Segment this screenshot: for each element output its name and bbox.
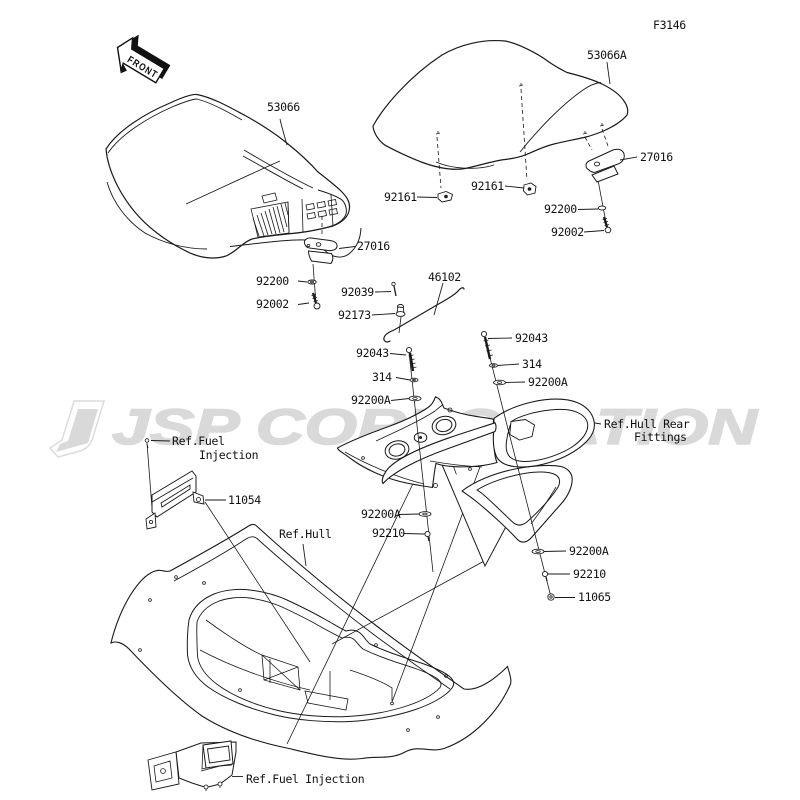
front-bracket-27016-drawing [303, 216, 338, 310]
callout-hook-92161-mid: 92161 [471, 179, 504, 193]
washer-314-right-drawing [489, 363, 498, 368]
callout-washer-92200a-left-top: 92200A [351, 393, 391, 407]
carrier-fasteners [405, 330, 555, 601]
washer-92200a-left-top-drawing [408, 395, 422, 402]
rear-bracket-27016-drawing [585, 148, 625, 183]
callout-front-seat: 53066 [267, 100, 300, 114]
callout-hook-92161-left: 92161 [384, 190, 417, 204]
front-arrow-icon [116, 36, 166, 84]
rear-carrier-drawing [336, 396, 595, 568]
washer-92200a-left-bot-drawing [418, 511, 432, 517]
callout-ref-hull-rear-2: Fittings [634, 430, 687, 444]
callout-screw-92002-rear: 92002 [551, 225, 584, 239]
callout-screw-92210-left: 92210 [372, 526, 405, 540]
callout-clamp-92173: 92173 [338, 308, 371, 322]
washer-92200a-right-top-drawing [493, 379, 506, 386]
screw-92002-front-drawing [311, 292, 321, 310]
callout-washer-92200a-right-top: 92200A [528, 375, 568, 389]
screw-92002-rear-drawing [602, 216, 612, 234]
callout-bracket-rear-27016: 27016 [640, 150, 673, 164]
callout-ref-hull: Ref.Hull [279, 527, 332, 541]
callout-screw-92210-right: 92210 [573, 567, 606, 581]
hull-drawing [110, 523, 512, 760]
callout-washer-314-left: 314 [372, 370, 392, 384]
clamp-92173-drawing [395, 304, 406, 317]
bracket-11054-drawing [144, 438, 205, 530]
callout-washer-92200-rear: 92200 [544, 202, 577, 216]
callout-bracket-11054: 11054 [228, 493, 261, 507]
callout-screw-92002-front: 92002 [256, 297, 289, 311]
watermark-logo-icon [48, 400, 106, 458]
bolt-11065-drawing [547, 593, 555, 601]
pin-92039-drawing [391, 281, 397, 297]
callout-bracket-front-27016: 27016 [357, 239, 390, 253]
bolt-92043-right-drawing [480, 330, 494, 360]
callout-rear-seat: 53066A [587, 48, 627, 62]
rear-seat-fasteners [435, 83, 625, 234]
hook-92161-mid-drawing [523, 182, 537, 196]
callout-bolt-11065: 11065 [578, 590, 611, 604]
callout-washer-92200-front: 92200 [256, 274, 289, 288]
screw-92210-left-drawing [424, 530, 431, 542]
fuel-injection-bracket-drawing [147, 740, 237, 791]
screw-92210-right-drawing [541, 570, 549, 582]
front-seat-drawing [105, 93, 362, 259]
callout-bolt-92043-right: 92043 [515, 331, 548, 345]
bolt-92043-left-drawing [405, 346, 417, 372]
callout-washer-92200a-right-bot: 92200A [569, 544, 609, 558]
figure-code-label: F3146 [653, 18, 686, 32]
callout-washer-92200a-left-bot: 92200A [361, 507, 401, 521]
callout-bolt-92043-left: 92043 [356, 346, 389, 360]
callout-ref-hull-rear-1: Ref.Hull Rear [604, 417, 690, 431]
callout-ref-fuel-upper-2: Injection [199, 448, 258, 462]
washer-314-left-drawing [409, 377, 419, 383]
callout-ref-fuel-upper-1: Ref.Fuel [172, 434, 225, 448]
lever-46102-drawing [383, 287, 465, 343]
hook-92161-left-drawing [437, 191, 454, 203]
washer-92200a-right-bot-drawing [531, 548, 545, 555]
callout-ref-fuel-lower: Ref.Fuel Injection [246, 772, 364, 786]
callout-leaders [150, 61, 638, 777]
washer-92200-front-drawing [307, 279, 317, 285]
latch-parts-drawing [383, 281, 465, 343]
callout-lever-46102: 46102 [428, 270, 461, 284]
front-direction-marker: FRONT [116, 34, 171, 84]
callout-pin-92039: 92039 [341, 285, 374, 299]
washer-92200-rear-drawing [597, 205, 607, 211]
callout-washer-314-right: 314 [522, 357, 542, 371]
callout-labels: F3146 53066 53066A 27016 92161 92161 922… [172, 18, 690, 786]
